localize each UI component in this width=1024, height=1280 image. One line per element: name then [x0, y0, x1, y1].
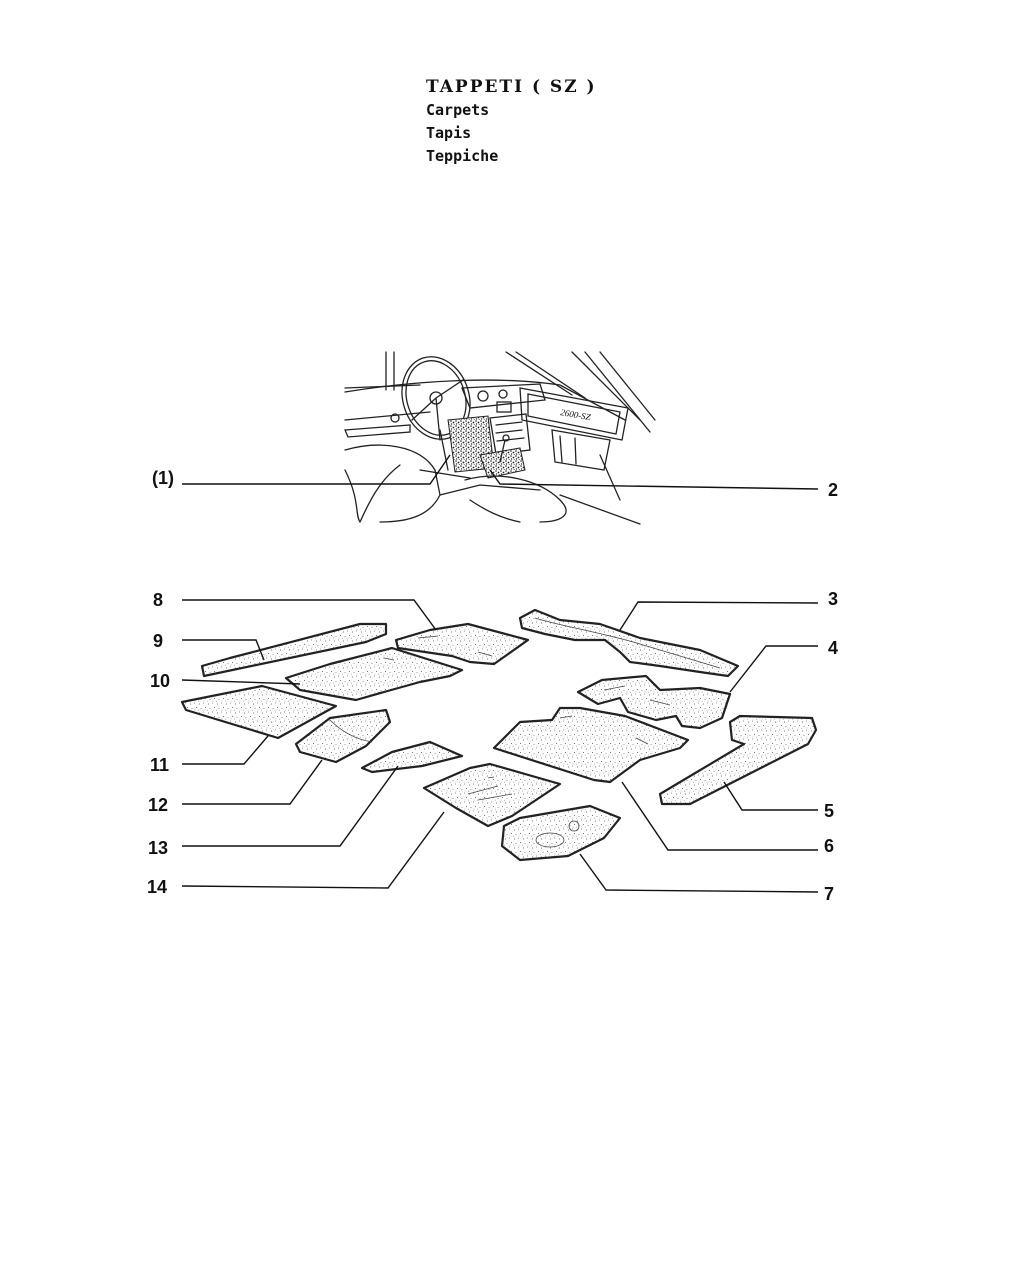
- carpet-piece-11: [180, 684, 338, 740]
- leader-lines: [181, 454, 819, 893]
- callout-4: 4: [828, 638, 838, 658]
- title-french: Tapis: [426, 124, 472, 142]
- callout-12: 12: [148, 795, 168, 815]
- title-block: TAPPETI ( SZ ) Carpets Tapis Teppiche: [426, 76, 597, 168]
- callout-2: 2: [828, 480, 838, 500]
- callout-5: 5: [824, 801, 834, 821]
- car-model-badge: 2600-SZ: [560, 407, 593, 422]
- callout-3: 3: [828, 589, 838, 609]
- callout-13: 13: [148, 838, 168, 858]
- carpet-piece-3: [518, 608, 740, 678]
- carpet-piece-6: [492, 706, 690, 784]
- carpet-piece-12: [294, 708, 392, 764]
- title-english: Carpets: [426, 101, 490, 119]
- title-italian: TAPPETI ( SZ ): [426, 77, 597, 97]
- callout-1: (1): [152, 468, 174, 488]
- callout-9: 9: [153, 631, 163, 651]
- car-interior-illustration: 2600-SZ: [344, 351, 656, 525]
- callout-14: 14: [147, 877, 167, 897]
- callout-6: 6: [824, 836, 834, 856]
- carpet-piece-7: [500, 804, 622, 862]
- callout-8: 8: [153, 590, 163, 610]
- carpet-piece-13: [360, 740, 464, 774]
- callout-10: 10: [150, 671, 170, 691]
- carpet-piece-14: [422, 762, 562, 828]
- callout-7: 7: [824, 884, 834, 904]
- callout-11: 11: [150, 755, 169, 775]
- title-german: Teppiche: [426, 147, 499, 165]
- carpet-piece-10: [284, 646, 464, 702]
- tunnel-carpet-2: [479, 447, 526, 479]
- carpet-piece-5: [658, 714, 818, 806]
- carpet-piece-4: [576, 674, 732, 730]
- carpet-piece-8: [394, 622, 530, 666]
- carpet-piece-9: [200, 622, 388, 678]
